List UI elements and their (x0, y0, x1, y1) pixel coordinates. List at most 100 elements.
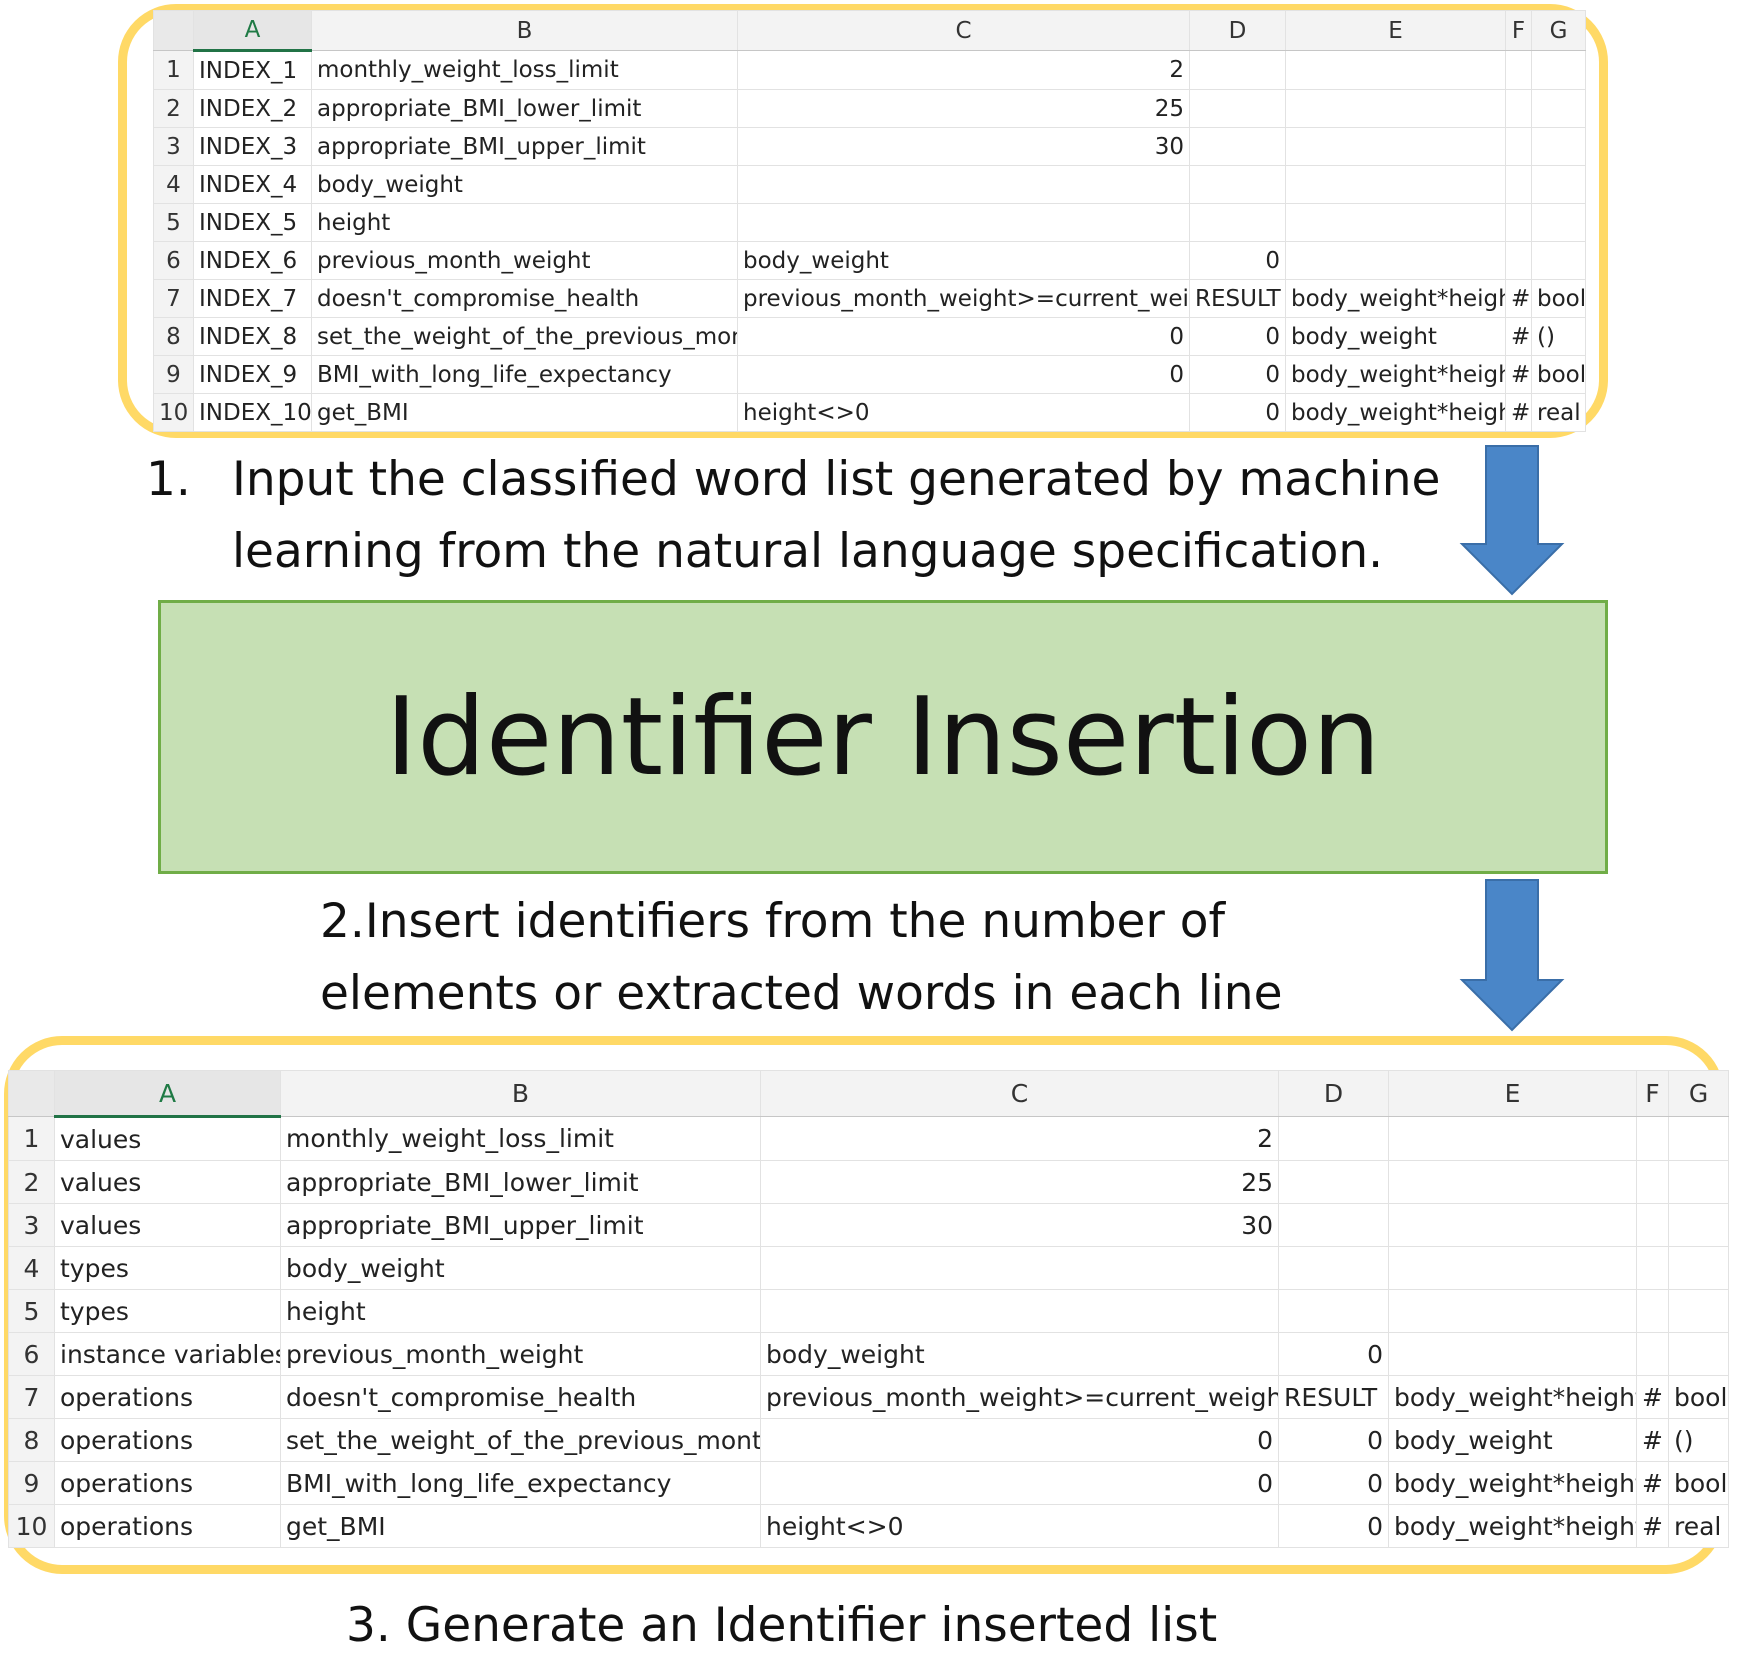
cell-a[interactable]: operations (54, 1504, 281, 1548)
cell-g[interactable] (1531, 203, 1586, 242)
row-header[interactable]: 2 (8, 1160, 55, 1204)
cell-e[interactable] (1388, 1246, 1637, 1290)
row-header[interactable]: 2 (153, 89, 194, 128)
column-header-d[interactable]: D (1278, 1070, 1389, 1117)
cell-a[interactable]: INDEX_7 (193, 279, 312, 318)
cell-a[interactable]: instance variables (54, 1332, 281, 1376)
cell-c[interactable]: body_weight (760, 1332, 1279, 1376)
cell-d[interactable]: 0 (1189, 393, 1286, 432)
select-all-corner[interactable] (8, 1070, 55, 1117)
cell-e[interactable] (1388, 1160, 1637, 1204)
cell-d[interactable]: 0 (1189, 317, 1286, 356)
cell-g[interactable]: () (1531, 317, 1586, 356)
cell-c[interactable]: height<>0 (760, 1504, 1279, 1548)
row-header[interactable]: 6 (153, 241, 194, 280)
cell-c[interactable]: 0 (737, 355, 1190, 394)
cell-c[interactable] (737, 165, 1190, 204)
cell-f[interactable] (1505, 89, 1532, 128)
row-header[interactable]: 3 (153, 127, 194, 166)
cell-b[interactable]: set_the_weight_of_the_previous_month (311, 317, 738, 356)
cell-e[interactable] (1285, 89, 1506, 128)
cell-g[interactable]: bool (1531, 355, 1586, 394)
cell-b[interactable]: set_the_weight_of_the_previous_month (280, 1418, 761, 1462)
cell-a[interactable]: INDEX_2 (193, 89, 312, 128)
row-header[interactable]: 7 (8, 1375, 55, 1419)
cell-e[interactable] (1285, 241, 1506, 280)
cell-e[interactable] (1285, 165, 1506, 204)
cell-g[interactable]: bool (1668, 1461, 1729, 1505)
cell-d[interactable] (1189, 165, 1286, 204)
column-header-e[interactable]: E (1285, 10, 1506, 51)
cell-b[interactable]: get_BMI (311, 393, 738, 432)
cell-c[interactable] (737, 203, 1190, 242)
cell-b[interactable]: BMI_with_long_life_expectancy (280, 1461, 761, 1505)
row-header[interactable]: 7 (153, 279, 194, 318)
column-header-g[interactable]: G (1531, 10, 1586, 51)
cell-f[interactable] (1636, 1289, 1669, 1333)
cell-a[interactable]: INDEX_1 (193, 50, 312, 90)
cell-d[interactable] (1278, 1160, 1389, 1204)
cell-g[interactable] (1668, 1116, 1729, 1161)
column-header-g[interactable]: G (1668, 1070, 1729, 1117)
row-header[interactable]: 10 (153, 393, 194, 432)
column-header-d[interactable]: D (1189, 10, 1286, 51)
cell-d[interactable]: 0 (1278, 1418, 1389, 1462)
row-header[interactable]: 4 (153, 165, 194, 204)
cell-a[interactable]: INDEX_4 (193, 165, 312, 204)
column-header-a[interactable]: A (193, 10, 312, 52)
cell-d[interactable]: 0 (1278, 1504, 1389, 1548)
cell-d[interactable]: 0 (1189, 355, 1286, 394)
cell-e[interactable] (1388, 1332, 1637, 1376)
cell-f[interactable]: # (1505, 393, 1532, 432)
cell-e[interactable] (1388, 1116, 1637, 1161)
cell-e[interactable]: body_weight (1285, 317, 1506, 356)
cell-a[interactable]: operations (54, 1418, 281, 1462)
cell-c[interactable]: 0 (737, 317, 1190, 356)
cell-f[interactable] (1505, 50, 1532, 90)
cell-a[interactable]: values (54, 1116, 281, 1161)
cell-b[interactable]: monthly_weight_loss_limit (311, 50, 738, 90)
cell-e[interactable]: body_weight*height (1388, 1375, 1637, 1419)
cell-g[interactable] (1668, 1246, 1729, 1290)
column-header-f[interactable]: F (1505, 10, 1532, 51)
cell-c[interactable]: previous_month_weight>=current_weight (737, 279, 1190, 318)
row-header[interactable]: 5 (8, 1289, 55, 1333)
row-header[interactable]: 1 (8, 1116, 55, 1161)
cell-c[interactable]: 30 (737, 127, 1190, 166)
cell-g[interactable]: bool (1668, 1375, 1729, 1419)
cell-d[interactable] (1278, 1116, 1389, 1161)
cell-g[interactable] (1531, 241, 1586, 280)
cell-b[interactable]: appropriate_BMI_lower_limit (280, 1160, 761, 1204)
row-header[interactable]: 6 (8, 1332, 55, 1376)
cell-b[interactable]: previous_month_weight (311, 241, 738, 280)
cell-c[interactable]: 0 (760, 1461, 1279, 1505)
cell-f[interactable] (1636, 1246, 1669, 1290)
cell-d[interactable]: 0 (1278, 1332, 1389, 1376)
cell-g[interactable]: () (1668, 1418, 1729, 1462)
cell-e[interactable]: body_weight*height (1388, 1504, 1637, 1548)
cell-e[interactable]: body_weight*height (1388, 1461, 1637, 1505)
cell-b[interactable]: doesn't_compromise_health (280, 1375, 761, 1419)
column-header-f[interactable]: F (1636, 1070, 1669, 1117)
cell-d[interactable]: 0 (1278, 1461, 1389, 1505)
cell-c[interactable] (760, 1289, 1279, 1333)
cell-f[interactable]: # (1505, 317, 1532, 356)
row-header[interactable]: 9 (153, 355, 194, 394)
row-header[interactable]: 9 (8, 1461, 55, 1505)
cell-a[interactable]: INDEX_8 (193, 317, 312, 356)
column-header-a[interactable]: A (54, 1070, 281, 1118)
cell-b[interactable]: appropriate_BMI_upper_limit (311, 127, 738, 166)
cell-f[interactable]: # (1636, 1504, 1669, 1548)
cell-a[interactable]: operations (54, 1461, 281, 1505)
cell-a[interactable]: operations (54, 1375, 281, 1419)
cell-g[interactable] (1531, 165, 1586, 204)
cell-f[interactable]: # (1636, 1375, 1669, 1419)
cell-c[interactable]: body_weight (737, 241, 1190, 280)
cell-a[interactable]: values (54, 1160, 281, 1204)
cell-d[interactable] (1278, 1289, 1389, 1333)
cell-c[interactable]: height<>0 (737, 393, 1190, 432)
row-header[interactable]: 3 (8, 1203, 55, 1247)
cell-g[interactable] (1668, 1289, 1729, 1333)
cell-b[interactable]: monthly_weight_loss_limit (280, 1116, 761, 1161)
cell-b[interactable]: appropriate_BMI_upper_limit (280, 1203, 761, 1247)
